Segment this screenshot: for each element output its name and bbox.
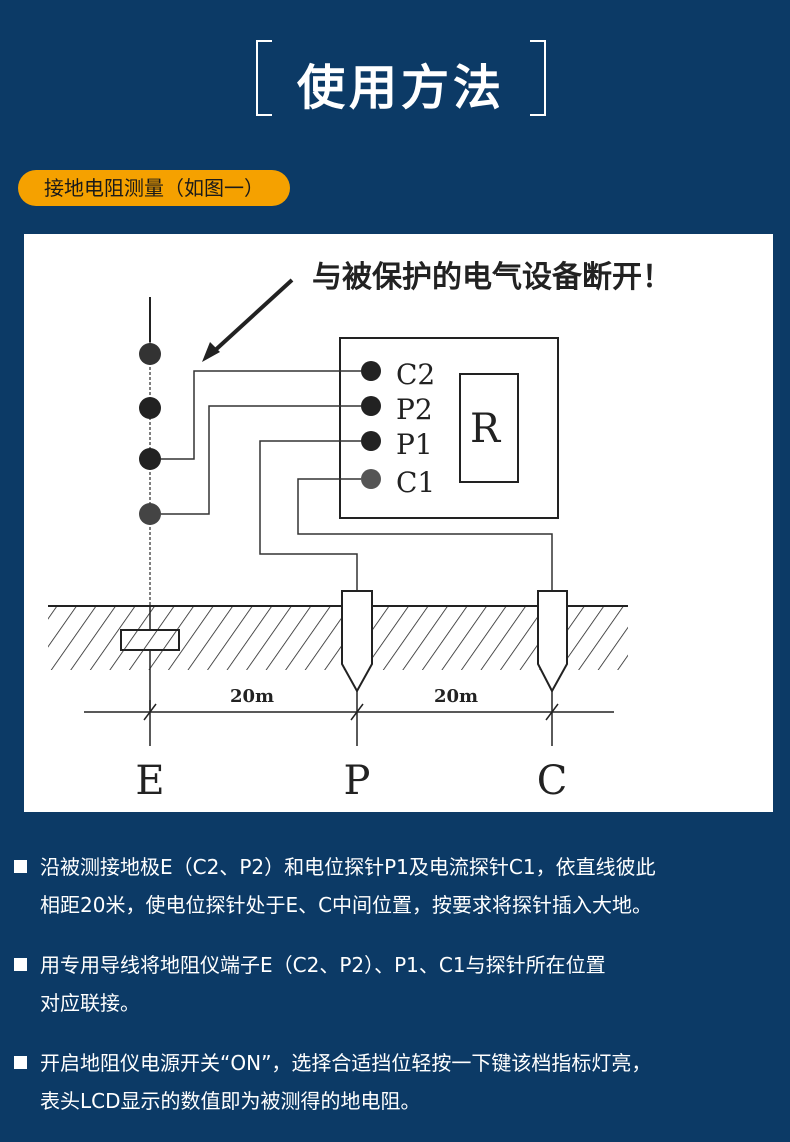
- terminal-label: C1: [396, 466, 435, 499]
- list-item: 用专用导线将地阻仪端子E（C2、P2）、P1、C1与探针所在位置 对应联接。: [14, 946, 780, 1022]
- warning-text: 与被保护的电气设备断开！: [312, 260, 672, 295]
- wiring-diagram: 与被保护的电气设备断开！ R C2 P2 P1 C1: [24, 234, 773, 812]
- step-text: 开启地阻仪电源开关“ON”，选择合适挡位轻按一下键该档指标灯亮， 表头LCD显示…: [40, 1051, 652, 1113]
- instrument-box: [339, 337, 559, 519]
- point-label-p: P: [344, 758, 371, 804]
- title-bracket-left: [256, 40, 272, 116]
- list-item: 沿被测接地极E（C2、P2）和电位探针P1及电流探针C1，依直线彼此 相距20米…: [14, 848, 780, 924]
- instrument-label: R: [470, 406, 502, 452]
- terminal-c1: [361, 469, 381, 489]
- wires: [161, 370, 553, 591]
- instruction-list: 沿被测接地极E（C2、P2）和电位探针P1及电流探针C1，依直线彼此 相距20米…: [14, 848, 780, 1142]
- terminal-p2: [361, 396, 381, 416]
- dimension-line: [84, 691, 614, 746]
- terminal-label: P2: [396, 393, 433, 426]
- terminal-label: P1: [396, 428, 433, 461]
- title-frame: 使用方法: [256, 40, 546, 116]
- probe-p: [341, 590, 373, 694]
- ground: [48, 605, 628, 670]
- title-bracket-right: [530, 40, 546, 116]
- resistance-block: [459, 373, 519, 483]
- terminal-label: C2: [396, 358, 435, 391]
- distance-label: 20m: [434, 686, 478, 707]
- point-label-c: C: [537, 758, 568, 804]
- point-label-e: E: [135, 758, 164, 804]
- arrow-icon: [202, 278, 294, 362]
- square-bullet-icon: [14, 1056, 27, 1069]
- square-bullet-icon: [14, 860, 27, 873]
- step-text: 沿被测接地极E（C2、P2）和电位探针P1及电流探针C1，依直线彼此 相距20米…: [40, 855, 656, 917]
- page-title: 使用方法: [296, 60, 505, 116]
- distance-label: 20m: [230, 686, 274, 707]
- terminal-c2: [361, 361, 381, 381]
- step-text: 用专用导线将地阻仪端子E（C2、P2）、P1、C1与探针所在位置 对应联接。: [40, 953, 606, 1015]
- terminal-p1: [361, 431, 381, 451]
- section-label: 接地电阻测量（如图一）: [18, 170, 290, 206]
- list-item: 开启地阻仪电源开关“ON”，选择合适挡位轻按一下键该档指标灯亮， 表头LCD显示…: [14, 1044, 780, 1120]
- probe-c: [537, 590, 568, 694]
- square-bullet-icon: [14, 958, 27, 971]
